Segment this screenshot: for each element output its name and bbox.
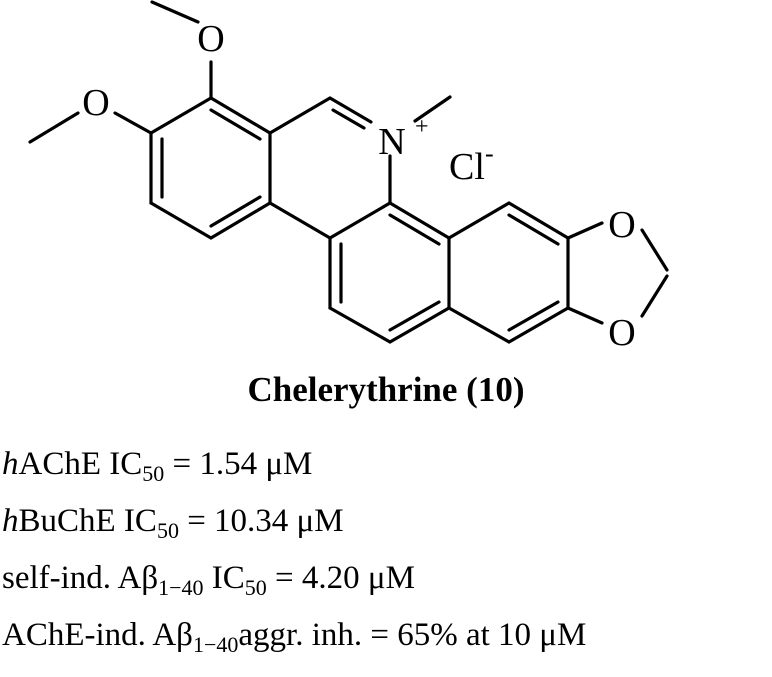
bond	[388, 201, 451, 240]
chelerythrine-structure: O O N + Cl - O O	[28, 0, 669, 354]
bond	[28, 111, 80, 144]
bond	[209, 96, 272, 135]
chloride-charge: -	[485, 139, 494, 168]
bond	[268, 201, 332, 240]
activity-list: hAChE IC50 = 1.54 μM hBuChE IC50 = 10.34…	[2, 436, 586, 664]
stat-hbuche-ic50: hBuChE IC50 = 10.34 μM	[2, 503, 344, 543]
bond	[640, 274, 669, 318]
stat-hache-ic50: hAChE IC50 = 1.54 μM	[2, 446, 313, 486]
bond	[507, 201, 570, 240]
bond	[566, 221, 604, 240]
bond	[507, 306, 570, 344]
atom-labels: O O N + Cl - O O	[82, 18, 635, 354]
bond	[149, 96, 213, 135]
bond	[328, 201, 392, 240]
bond	[388, 306, 451, 344]
atom-o-dioxole-top: O	[608, 204, 635, 246]
bond-lines	[28, 0, 669, 344]
bond	[328, 96, 373, 124]
atom-o-dioxole-bottom: O	[608, 312, 635, 354]
bond	[328, 306, 392, 344]
bond-double-inner	[388, 300, 441, 332]
bond-double-inner	[209, 108, 262, 141]
bond-double-inner	[388, 213, 441, 246]
bond	[447, 201, 511, 240]
bond	[149, 201, 213, 240]
bond	[268, 96, 332, 135]
chloride-label: Cl	[449, 146, 485, 188]
bond-double-inner	[331, 108, 366, 130]
bond	[640, 228, 669, 272]
bond-double-inner	[209, 195, 262, 228]
bond	[413, 95, 452, 123]
bond-double-inner	[507, 300, 560, 332]
n-charge: +	[415, 114, 429, 140]
atom-o-methoxy-top: O	[197, 18, 224, 60]
bond	[209, 201, 272, 240]
compound-name: Chelerythrine (10)	[247, 370, 525, 409]
atom-n: N	[378, 121, 405, 163]
bond	[566, 306, 604, 325]
bond	[447, 306, 511, 344]
stat-ache-ind-abeta-inhibition: AChE-ind. Aβ1−40aggr. inh. = 65% at 10 μ…	[2, 617, 587, 657]
stat-self-ind-abeta-ic50: self-ind. Aβ1−40 IC50 = 4.20 μM	[2, 560, 415, 600]
bond-double-inner	[507, 213, 560, 246]
atom-o-methoxy-left: O	[82, 82, 109, 124]
bond	[150, 0, 200, 24]
bond	[113, 111, 153, 135]
